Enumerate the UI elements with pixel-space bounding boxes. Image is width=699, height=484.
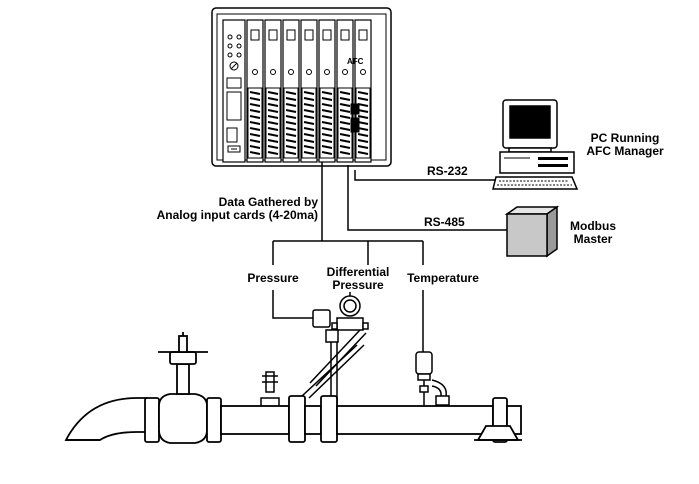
rs232-label: RS-232 — [427, 164, 468, 178]
io-card — [300, 19, 318, 163]
master-label-line2: Master — [573, 232, 613, 246]
io-card — [318, 19, 336, 163]
comm-port — [350, 103, 360, 115]
io-card — [282, 19, 300, 163]
rs485-label: RS-485 — [424, 215, 465, 229]
io-card — [354, 19, 372, 163]
afc-manager-label-line2: AFC Manager — [586, 144, 664, 158]
differential-pressure-label-line1: Differential — [326, 265, 390, 279]
io-card — [264, 19, 282, 163]
modbus-master-box — [504, 205, 560, 258]
pipeline — [64, 332, 522, 444]
io-card — [336, 19, 354, 163]
pc-running-label-line1: PC Running — [590, 131, 660, 145]
pc-computer — [492, 99, 579, 190]
data-gathered-label-line1: Data Gathered by — [218, 195, 318, 209]
comm-port — [350, 117, 360, 133]
afc-module-label: AFC — [347, 57, 364, 66]
io-card-modules — [246, 19, 372, 163]
differential-pressure-label-line2: Pressure — [332, 278, 384, 292]
network-wiring — [272, 162, 507, 265]
pressure-label: Pressure — [247, 271, 299, 285]
modbus-label-line1: Modbus — [570, 219, 616, 233]
sensor-instruments — [260, 290, 450, 409]
temperature-label: Temperature — [407, 271, 479, 285]
io-card — [246, 19, 264, 163]
data-gathered-label-line2: Analog input cards (4-20ma) — [156, 208, 318, 222]
